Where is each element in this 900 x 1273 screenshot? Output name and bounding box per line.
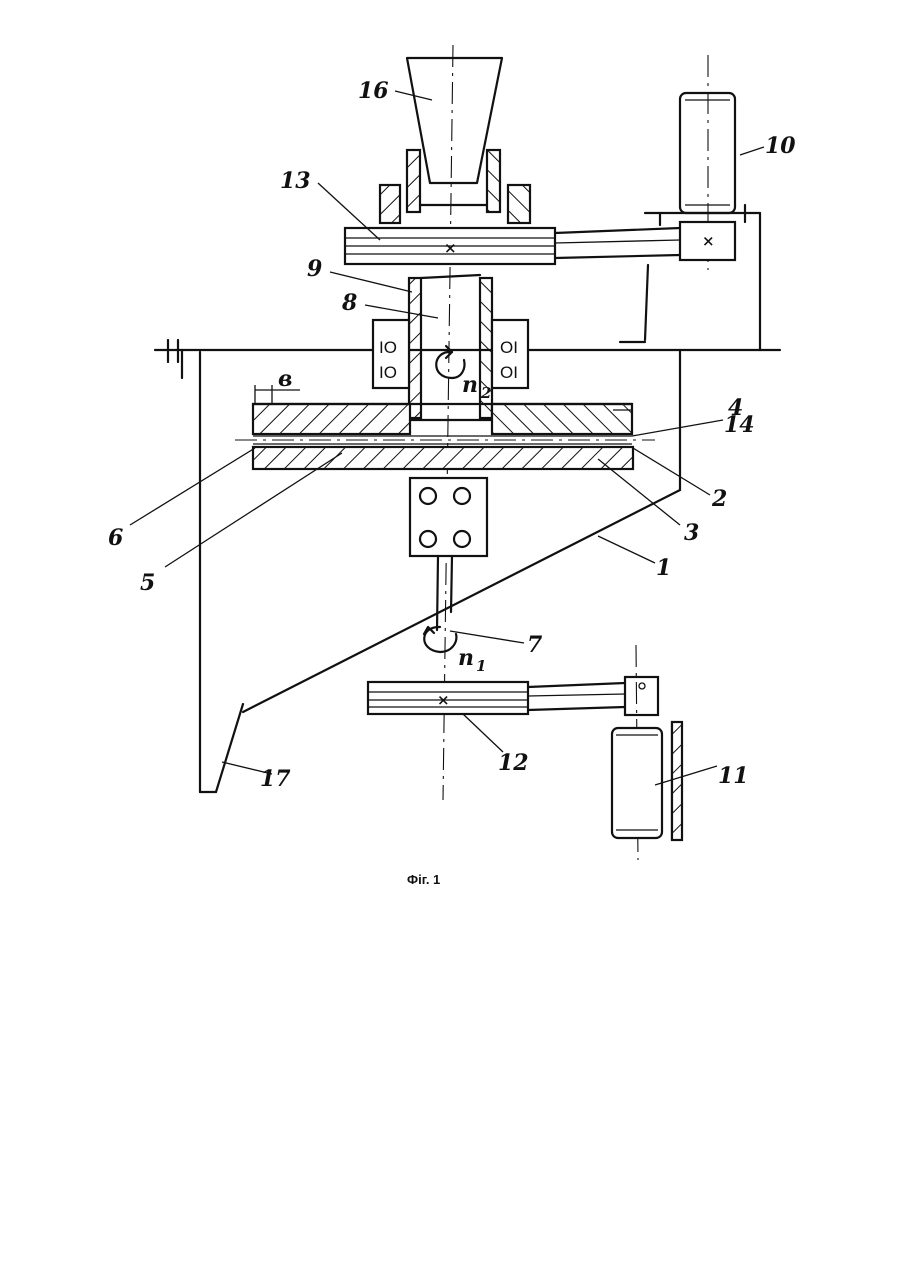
- upper-belt: [555, 228, 680, 258]
- svg-text:×: ×: [444, 239, 457, 257]
- upper-motor: ×: [620, 55, 760, 350]
- label-7: 7: [527, 632, 543, 658]
- frame-top: [155, 340, 780, 362]
- bearing-left-top: IO: [379, 338, 397, 357]
- bearing-right-bottom: OI: [500, 363, 518, 382]
- label-11: 11: [718, 763, 749, 789]
- label-14: 14: [724, 412, 755, 438]
- label-2: 2: [711, 486, 727, 512]
- hollow-shaft: [409, 275, 492, 418]
- label-9: 9: [307, 256, 322, 282]
- label-b: в: [278, 366, 292, 392]
- bearing-left-bottom: IO: [379, 363, 397, 382]
- label-13: 13: [280, 168, 311, 194]
- working-gap: [235, 436, 655, 444]
- label-n2: n: [462, 372, 478, 398]
- label-16: 16: [358, 78, 389, 104]
- upper-disk: [253, 404, 632, 434]
- feed-sleeve: [380, 150, 530, 223]
- label-3: 3: [684, 520, 699, 546]
- svg-text:×: ×: [437, 691, 450, 709]
- lower-belt: [528, 683, 625, 710]
- label-n1: n: [458, 645, 474, 671]
- label-6: 6: [108, 525, 123, 551]
- bearing-right-top: OI: [500, 338, 518, 357]
- svg-text:×: ×: [702, 232, 715, 250]
- label-1: 1: [656, 555, 671, 581]
- upper-pulley: ×: [345, 228, 555, 264]
- label-17: 17: [260, 766, 291, 792]
- label-8: 8: [341, 290, 357, 316]
- label-n2-sub: 2: [480, 384, 491, 402]
- label-n1-sub: 1: [476, 657, 486, 675]
- figure-caption: Фіг. 1: [407, 872, 440, 887]
- label-10: 10: [765, 133, 796, 159]
- lower-pulley: ×: [368, 682, 528, 714]
- label-12: 12: [498, 750, 529, 776]
- lower-shaft: [437, 556, 452, 630]
- lower-motor: [612, 645, 682, 860]
- lower-bearing-block: [410, 478, 487, 556]
- label-5: 5: [140, 570, 155, 596]
- lower-disk: [253, 447, 633, 469]
